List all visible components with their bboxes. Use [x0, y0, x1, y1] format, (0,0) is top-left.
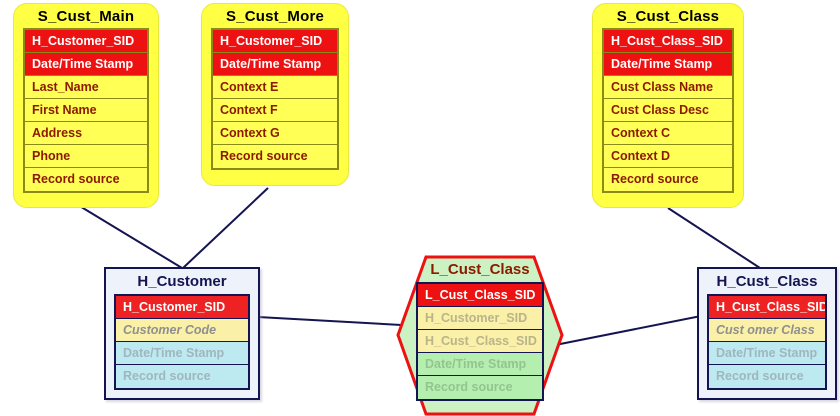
link-content: L_Cust_Class L_Cust_Class_SID H_Customer…: [396, 255, 564, 401]
table-row: L_Cust_Class_SID: [418, 284, 542, 307]
table-row: Phone: [25, 145, 147, 168]
attribute-table: H_Cust_Class_SID Cust omer Class Date/Ti…: [707, 294, 827, 390]
table-row: Address: [25, 122, 147, 145]
entity-s-cust-class[interactable]: S_Cust_Class H_Cust_Class_SID Date/Time …: [592, 3, 744, 208]
table-row: Context E: [213, 76, 337, 99]
table-row: Record source: [213, 145, 337, 168]
table-row: Cust Class Desc: [604, 99, 732, 122]
table-row: Record source: [25, 168, 147, 191]
table-row: H_Customer_SID: [25, 30, 147, 53]
entity-title: S_Cust_Class: [616, 8, 720, 25]
connector-s-cust-more-to-h-customer: [182, 187, 269, 269]
table-row: Record source: [709, 365, 825, 388]
table-row: H_Customer_SID: [116, 296, 248, 319]
entity-h-customer[interactable]: H_Customer H_Customer_SID Customer Code …: [104, 267, 260, 400]
entity-title: H_Cust_Class: [716, 273, 818, 290]
table-row: Cust omer Class: [709, 319, 825, 342]
table-row: H_Cust_Class_SID: [604, 30, 732, 53]
table-row: Date/Time Stamp: [418, 353, 542, 376]
entity-s-cust-more[interactable]: S_Cust_More H_Customer_SID Date/Time Sta…: [201, 3, 349, 186]
attribute-table: L_Cust_Class_SID H_Customer_SID H_Cust_C…: [416, 282, 544, 401]
table-row: Context F: [213, 99, 337, 122]
table-row: First Name: [25, 99, 147, 122]
attribute-table: H_Cust_Class_SID Date/Time Stamp Cust Cl…: [602, 28, 734, 193]
table-row: H_Customer_SID: [213, 30, 337, 53]
entity-l-cust-class[interactable]: L_Cust_Class L_Cust_Class_SID H_Customer…: [396, 255, 564, 416]
connector-s-cust-main-to-h-customer: [77, 204, 183, 269]
entity-title: S_Cust_More: [225, 8, 325, 25]
table-row: H_Cust_Class_SID: [418, 330, 542, 353]
table-row: Record source: [604, 168, 732, 191]
table-row: Context C: [604, 122, 732, 145]
table-row: Context G: [213, 122, 337, 145]
entity-s-cust-main[interactable]: S_Cust_Main H_Customer_SID Date/Time Sta…: [13, 3, 159, 208]
connector-s-cust-class-to-h-cust-class: [667, 207, 761, 269]
table-row: Date/Time Stamp: [116, 342, 248, 365]
table-row: Last_Name: [25, 76, 147, 99]
table-row: Cust Class Name: [604, 76, 732, 99]
entity-title: L_Cust_Class: [430, 261, 530, 278]
attribute-table: H_Customer_SID Date/Time Stamp Context E…: [211, 28, 339, 170]
entity-h-cust-class[interactable]: H_Cust_Class H_Cust_Class_SID Cust omer …: [697, 267, 837, 400]
entity-title: H_Customer: [137, 273, 227, 290]
table-row: Date/Time Stamp: [213, 53, 337, 76]
entity-title: S_Cust_Main: [37, 8, 135, 25]
attribute-table: H_Customer_SID Customer Code Date/Time S…: [114, 294, 250, 390]
table-row: Record source: [418, 376, 542, 399]
table-row: Date/Time Stamp: [25, 53, 147, 76]
table-row: Record source: [116, 365, 248, 388]
table-row: Customer Code: [116, 319, 248, 342]
table-row: Date/Time Stamp: [709, 342, 825, 365]
table-row: Context D: [604, 145, 732, 168]
table-row: Date/Time Stamp: [604, 53, 732, 76]
table-row: H_Cust_Class_SID: [709, 296, 825, 319]
attribute-table: H_Customer_SID Date/Time Stamp Last_Name…: [23, 28, 149, 193]
table-row: H_Customer_SID: [418, 307, 542, 330]
